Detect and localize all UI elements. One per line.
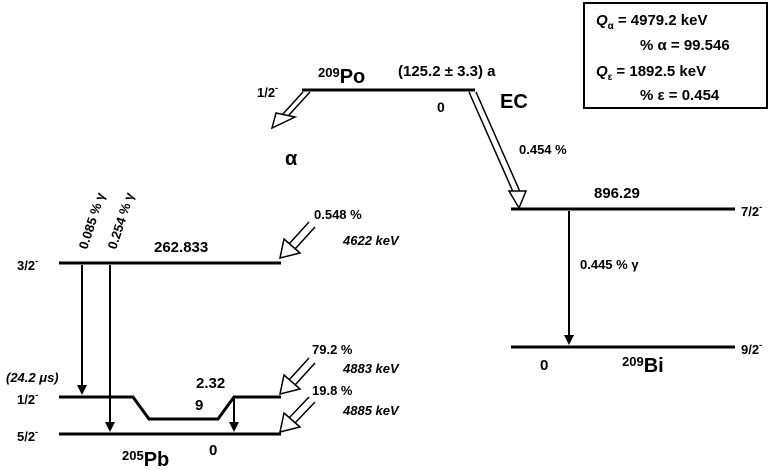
alpha-feed-arrow-0 bbox=[279, 396, 316, 434]
pb205-level-2 bbox=[59, 395, 281, 421]
pb205-feed-0-energy: 4885 keV bbox=[342, 403, 400, 418]
ec-label: EC bbox=[500, 91, 528, 113]
pb205-level-262-energy: 262.833 bbox=[154, 239, 208, 256]
pb205-feed-262-energy: 4622 keV bbox=[342, 233, 400, 248]
q-alpha-line: Qα= 4979.2 keV bbox=[596, 12, 708, 32]
po209-symbol: 209Po bbox=[318, 65, 365, 88]
pb205-level-262-spin: 3/2- bbox=[17, 256, 38, 273]
pb205-level-2-energy: 2.32 bbox=[196, 375, 225, 392]
ec-branch: 0.454 % bbox=[519, 142, 567, 157]
pb205-feed-2-energy: 4883 keV bbox=[342, 361, 400, 376]
q-value-box bbox=[583, 2, 768, 109]
q-ec-line: Qε= 1892.5 keV bbox=[596, 63, 706, 83]
ec-percent: % ε = 0.454 bbox=[640, 87, 720, 104]
alpha-symbol: α bbox=[285, 148, 298, 170]
bi209-ground-energy: 0 bbox=[540, 357, 548, 374]
pb205-gamma-0254-label: 0.254 % γ bbox=[105, 190, 138, 251]
bi209-symbol: 209Bi bbox=[622, 354, 664, 377]
pb205-level-2-spin: 1/2- bbox=[17, 390, 38, 407]
alpha-decay-arrow bbox=[270, 91, 311, 130]
pb205-feed-2-percent: 79.2 % bbox=[312, 342, 353, 357]
bi209-gamma-label: 0.445 % γ bbox=[580, 257, 639, 272]
po209-level-energy: 0 bbox=[437, 99, 445, 115]
alpha-percent: % α = 99.546 bbox=[640, 37, 730, 54]
po209-half-life: (125.2 ± 3.3) a bbox=[398, 63, 496, 80]
pb205-symbol: 205Pb bbox=[122, 448, 169, 470]
ec-decay-arrow bbox=[468, 91, 528, 210]
pb205-feed-262-percent: 0.548 % bbox=[314, 207, 362, 222]
pb205-ground-spin: 5/2- bbox=[17, 427, 38, 444]
bi209-level-896-energy: 896.29 bbox=[594, 185, 640, 202]
po209-spin: 1/2- bbox=[257, 83, 278, 100]
pb205-ground-energy: 0 bbox=[209, 442, 217, 459]
pb205-gamma-0085-label: 0.085 % γ bbox=[76, 190, 109, 251]
pb205-feed-0-percent: 19.8 % bbox=[312, 383, 353, 398]
alpha-feed-arrow-262 bbox=[279, 221, 316, 260]
alpha-feed-arrow-2 bbox=[279, 357, 316, 396]
bi209-level-896-spin: 7/2- bbox=[741, 202, 762, 219]
pb205-level-2-energy-digit: 9 bbox=[195, 397, 203, 414]
pb205-level-2-half-life: (24.2 μs) bbox=[6, 370, 59, 385]
bi209-ground-spin: 9/2- bbox=[741, 340, 762, 357]
